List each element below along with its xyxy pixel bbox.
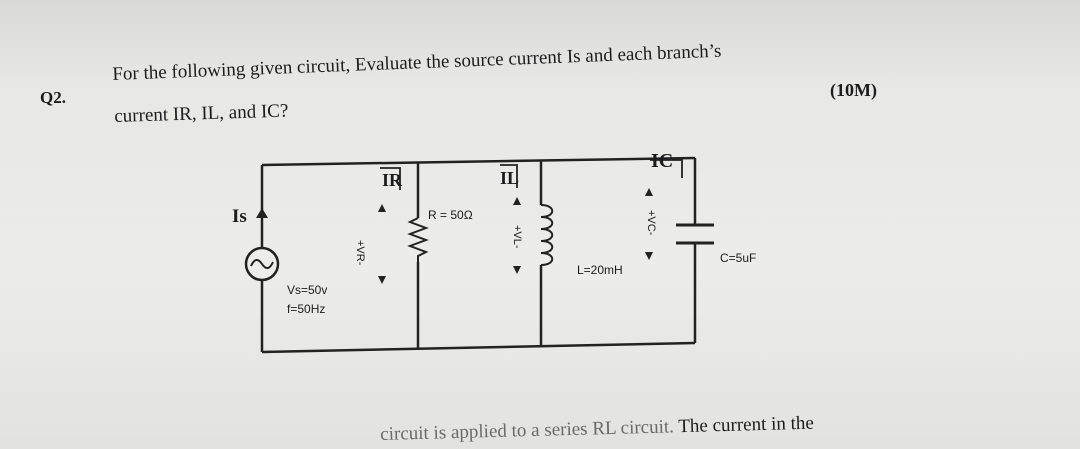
source-voltage-label: Vs=50v xyxy=(287,283,328,297)
inductor-icon xyxy=(540,204,554,266)
resistor-value: R = 50Ω xyxy=(428,208,473,222)
vr-label: +VR- xyxy=(354,240,366,266)
voltage-arrow-icons xyxy=(378,188,653,284)
vc-label: +VC- xyxy=(645,210,657,236)
question-number: Q2. xyxy=(40,88,66,107)
source-current-label: Is xyxy=(232,206,247,227)
ir-label: IR xyxy=(382,170,403,190)
il-label: IL xyxy=(500,168,520,188)
next-question-clear-text: The current in the xyxy=(678,412,815,438)
resistor-icon xyxy=(407,217,429,262)
ac-source-icon xyxy=(244,246,280,282)
inductor-value: L=20mH xyxy=(577,263,623,277)
source-frequency-label: f=50Hz xyxy=(287,302,326,316)
source-current-arrow-icon xyxy=(256,208,268,228)
question-marks: (10M) xyxy=(830,80,877,100)
ic-label: IC xyxy=(651,150,674,172)
capacitor-value: C=5uF xyxy=(720,251,757,265)
branch-current-arrows xyxy=(380,159,683,190)
capacitor-icon xyxy=(676,223,714,245)
circuit-wires xyxy=(260,156,697,354)
vl-label: +VL- xyxy=(511,225,523,249)
